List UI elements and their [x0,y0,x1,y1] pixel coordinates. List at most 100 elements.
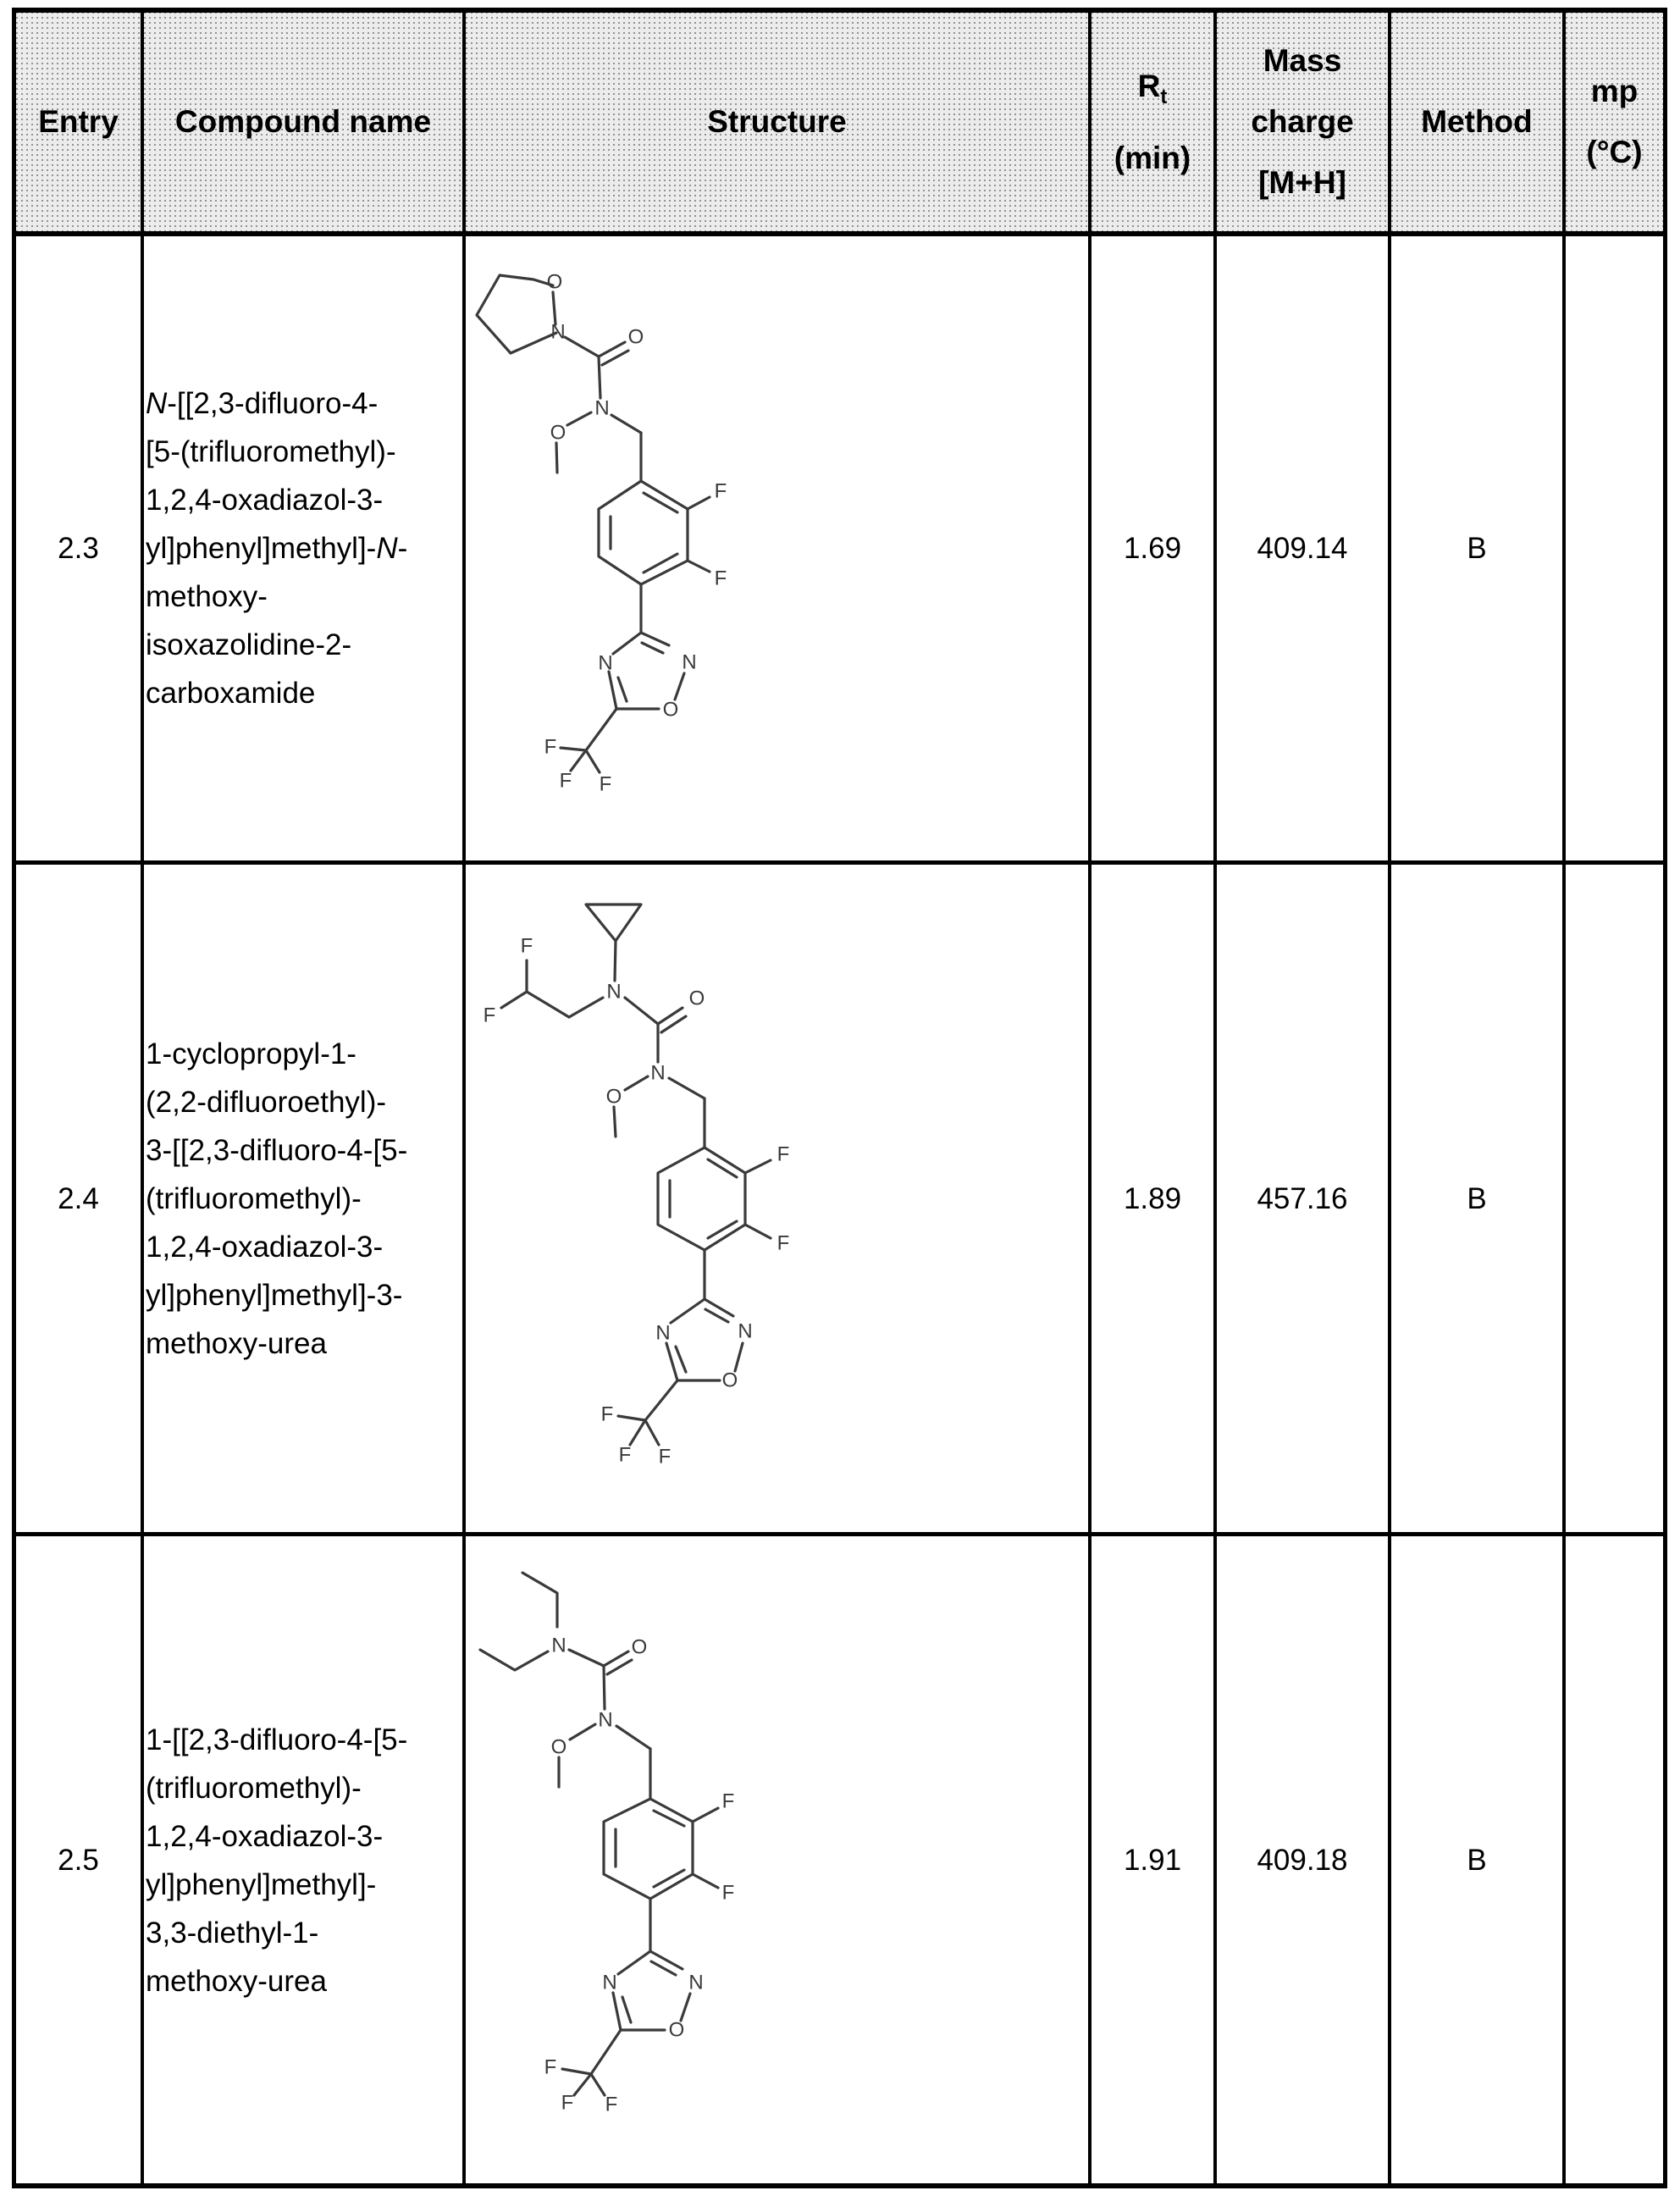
header-melting-point: mp (°C) [1564,10,1665,234]
mass-charge-value: 409.14 [1257,532,1348,565]
svg-text:F: F [521,935,533,958]
row-divider [12,1532,1667,1536]
table-border-right [1663,8,1667,2188]
svg-text:F: F [715,480,727,503]
header-entry-label: Entry [38,104,119,139]
rt-cell: 1.69 [1090,234,1215,863]
table-border-bottom [12,2183,1667,2188]
svg-text:F: F [777,1143,790,1166]
atom-labels: F F N O N O F F N N O F F F [484,935,790,1469]
svg-text:N: N [655,1322,670,1345]
method-cell: B [1390,234,1564,863]
header-method-label: Method [1421,104,1533,139]
method-value: B [1467,1844,1487,1877]
header-compound-name-label: Compound name [174,104,432,139]
column-divider [141,8,144,2188]
compound-name: 1-[[2,3-difluoro-4-[5- (trifluoromethyl)… [146,1723,408,1998]
mass-charge-value: 457.16 [1257,1182,1348,1215]
retention-time-value: 1.91 [1123,1844,1182,1877]
svg-text:O: O [632,1636,648,1659]
compound-name-cell: N-[[2,3-difluoro-4- [5-(trifluoromethyl)… [142,234,464,863]
column-divider [1388,8,1391,2188]
header-retention-time: Rt (min) [1090,10,1215,234]
entry-number: 2.4 [58,1182,99,1215]
svg-text:O: O [606,1086,622,1109]
atom-labels: N O N O F F N N O F F F [544,1635,735,2116]
svg-text:F: F [777,1232,790,1255]
svg-text:N: N [650,1062,665,1085]
svg-text:F: F [544,736,557,759]
svg-text:F: F [600,773,612,796]
header-structure: Structure [464,10,1090,234]
compound-name: 1-cyclopropyl-1- (2,2-difluoroethyl)- 3-… [146,1037,408,1360]
svg-text:F: F [715,567,727,590]
header-mass-charge-label: Mass charge [M+H] [1251,43,1354,200]
rt-cell: 1.89 [1090,863,1215,1535]
header-structure-label: Structure [707,104,847,139]
header-compound-name: Compound name [142,10,464,234]
svg-text:O: O [628,326,644,349]
svg-text:F: F [722,1882,735,1905]
method-cell: B [1390,863,1564,1535]
svg-text:F: F [561,2092,574,2115]
table-border-left [12,8,16,2188]
svg-text:O: O [663,699,679,722]
header-divider [12,231,1667,236]
svg-text:F: F [601,1403,614,1426]
rt-cell: 1.91 [1090,1535,1215,2186]
table-border-top [12,8,1667,13]
method-cell: B [1390,1535,1564,2186]
atom-labels: O N O N O F F N N O F F F [544,271,727,796]
entry-number: 2.3 [58,532,99,565]
svg-text:F: F [560,770,572,793]
compound-name: N-[[2,3-difluoro-4- [5-(trifluoromethyl)… [146,387,408,710]
svg-text:N: N [598,652,612,675]
svg-text:N: N [682,651,696,674]
svg-text:F: F [544,2056,557,2079]
table-row-entry: 2.5 [14,1535,142,2186]
retention-time-value: 1.89 [1123,1182,1182,1215]
mass-charge-value: 409.18 [1257,1844,1348,1877]
svg-text:N: N [602,1972,616,1994]
retention-time-value: 1.69 [1123,532,1182,565]
row-divider [12,860,1667,865]
header-melting-point-label: mp (°C) [1586,74,1643,169]
svg-text:F: F [484,1004,496,1027]
header-mass-charge: Mass charge [M+H] [1215,10,1390,234]
mass-cell: 409.14 [1215,234,1390,863]
method-value: B [1467,532,1487,565]
compound-name-cell: 1-cyclopropyl-1- (2,2-difluoroethyl)- 3-… [142,863,464,1535]
svg-text:O: O [722,1369,738,1392]
header-method: Method [1390,10,1564,234]
column-divider [462,8,466,2188]
svg-text:O: O [551,1736,567,1759]
svg-text:F: F [605,2094,618,2116]
header-entry: Entry [14,10,142,234]
svg-text:F: F [619,1444,632,1467]
svg-text:N: N [594,397,609,420]
svg-text:F: F [659,1446,671,1469]
svg-text:N: N [550,321,565,344]
svg-text:O: O [550,422,566,445]
table-row-entry: 2.3 [14,234,142,863]
mass-cell: 457.16 [1215,863,1390,1535]
svg-text:N: N [598,1709,612,1732]
table-row-entry: 2.4 [14,863,142,1535]
svg-text:N: N [551,1635,566,1657]
compound-data-table: Entry Compound name Structure Rt (min) M… [12,8,1667,2188]
svg-text:F: F [722,1790,735,1813]
column-divider [1213,8,1217,2188]
svg-text:N: N [606,981,621,1004]
entry-number: 2.5 [58,1844,99,1877]
method-value: B [1467,1182,1487,1215]
svg-text:O: O [547,271,563,294]
svg-text:O: O [669,2019,685,2042]
svg-text:O: O [689,987,705,1010]
column-divider [1088,8,1091,2188]
column-divider [1562,8,1566,2188]
compound-name-cell: 1-[[2,3-difluoro-4-[5- (trifluoromethyl)… [142,1535,464,2186]
mass-cell: 409.18 [1215,1535,1390,2186]
